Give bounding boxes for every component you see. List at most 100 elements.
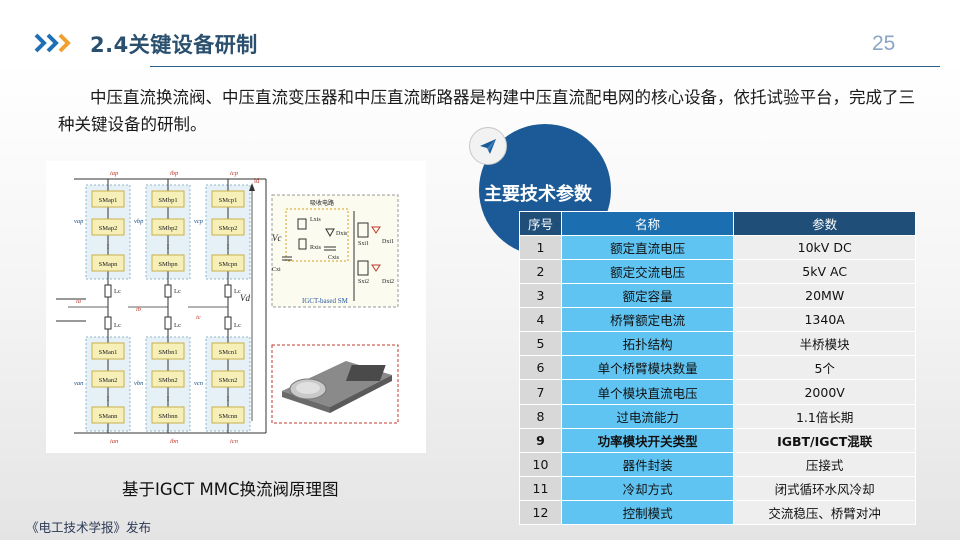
vd-label: Vd xyxy=(240,293,250,303)
cxis-label: Cxis xyxy=(328,255,340,261)
intro-paragraph: 中压直流换流阀、中压直流变压器和中压直流断路器是构建中压直流配电网的核心设备，依… xyxy=(58,88,915,134)
row-index: 3 xyxy=(519,283,562,309)
diagram-caption: 基于IGCT MMC换流阀原理图 xyxy=(122,480,339,499)
header-index: 序号 xyxy=(519,211,562,236)
arm-current-label: ibn xyxy=(170,438,178,445)
inductor xyxy=(164,316,172,330)
submodule-box xyxy=(211,406,245,424)
params-header-row: 序号 名称 参数 xyxy=(519,211,916,236)
dxis-label: Dxis xyxy=(336,231,348,237)
submodule-box xyxy=(151,190,185,208)
inductor xyxy=(104,316,112,330)
submodule-box xyxy=(211,190,245,208)
row-value: 10kV DC xyxy=(733,234,916,261)
row-index: 2 xyxy=(519,259,562,285)
row-name: 控制模式 xyxy=(560,499,735,526)
row-value: 5个 xyxy=(733,355,916,381)
submodule-box xyxy=(91,370,125,388)
row-name: 过电流能力 xyxy=(560,403,735,429)
arm-voltage-label: vbn xyxy=(134,380,143,387)
submodule-box xyxy=(151,254,185,272)
dxi2-label: Dxi2 xyxy=(382,279,394,285)
lxis-label: Lxis xyxy=(310,217,321,223)
submodule-box xyxy=(151,370,185,388)
submodule-label: SMcp2 xyxy=(219,225,238,232)
id-label: id xyxy=(254,177,260,185)
phase-current-label: ic xyxy=(196,314,201,321)
row-value: 1340A xyxy=(733,307,916,333)
header-name: 名称 xyxy=(560,211,735,236)
submodule-label: SMapn xyxy=(99,261,119,268)
arm-current-label: ibp xyxy=(170,170,179,177)
submodule-box xyxy=(151,406,185,424)
submodule-label: SMcn1 xyxy=(219,349,238,356)
arm-current-label: icp xyxy=(230,170,239,177)
submodule-box xyxy=(91,254,125,272)
sxi2-label: Sxi2 xyxy=(358,279,369,285)
submodule-label: SMap2 xyxy=(99,225,118,232)
arm-voltage-label: vap xyxy=(74,218,84,225)
submodule-label: SMan1 xyxy=(99,349,118,356)
submodule-box xyxy=(91,218,125,236)
paper-plane-icon xyxy=(480,139,496,154)
submodule-label: SMbp1 xyxy=(158,197,177,204)
row-name: 额定交流电压 xyxy=(560,259,735,285)
submodule-box xyxy=(211,218,245,236)
absorber-label: 吸收电路 xyxy=(310,199,334,207)
arm-current-label: icn xyxy=(230,438,238,445)
arm-voltage-label: vbp xyxy=(134,218,144,225)
row-value: 半桥模块 xyxy=(733,331,916,357)
row-value: 1.1倍长期 xyxy=(733,403,916,429)
submodule-label: SMbn2 xyxy=(158,377,177,384)
row-index: 5 xyxy=(519,331,562,357)
row-index: 6 xyxy=(519,355,562,381)
row-value: 交流稳压、桥臂对冲 xyxy=(733,499,916,526)
submodule-label: SMcp1 xyxy=(219,197,238,204)
inductor xyxy=(104,284,112,298)
submodule-label: SMbpn xyxy=(158,261,178,268)
row-value: 闭式循环水风冷却 xyxy=(733,475,916,501)
submodule-box xyxy=(91,406,125,424)
row-index: 4 xyxy=(519,307,562,333)
row-value: 20MW xyxy=(733,283,916,309)
sxi1-label: Sxi1 xyxy=(358,241,369,247)
row-index: 1 xyxy=(519,234,562,261)
row-value: 压接式 xyxy=(733,451,916,477)
vc-label: Vc xyxy=(272,233,282,243)
arm-current-label: iap xyxy=(110,170,119,177)
phase-current-label: ia xyxy=(76,298,81,305)
submodule-detail-box xyxy=(271,194,399,308)
row-name: 额定容量 xyxy=(560,283,735,309)
submodule-label: SMap1 xyxy=(99,197,118,204)
arm-voltage-label: van xyxy=(74,380,83,387)
submodule-label: SMcnn xyxy=(219,413,239,420)
inductor xyxy=(224,284,232,298)
row-name: 拓扑结构 xyxy=(560,331,735,357)
row-index: 8 xyxy=(519,403,562,429)
inductor-label: Lc xyxy=(174,322,181,329)
submodule-box xyxy=(211,342,245,360)
row-index: 7 xyxy=(519,379,562,405)
params-title: 主要技术参数 xyxy=(484,184,592,205)
row-index: 9 xyxy=(519,427,562,453)
arm-voltage-label: vcp xyxy=(194,218,204,225)
submodule-box xyxy=(91,190,125,208)
row-name: 器件封装 xyxy=(560,451,735,477)
row-index: 11 xyxy=(519,475,562,501)
inductor-label: Lc xyxy=(114,322,121,329)
submodule-label: SMcpn xyxy=(219,261,239,268)
submodule-box xyxy=(151,342,185,360)
row-value: 5kV AC xyxy=(733,259,916,285)
submodule-label: SMan2 xyxy=(99,377,118,384)
submodule-label: SMcn2 xyxy=(219,377,238,384)
inductor-label: Lc xyxy=(174,288,181,295)
